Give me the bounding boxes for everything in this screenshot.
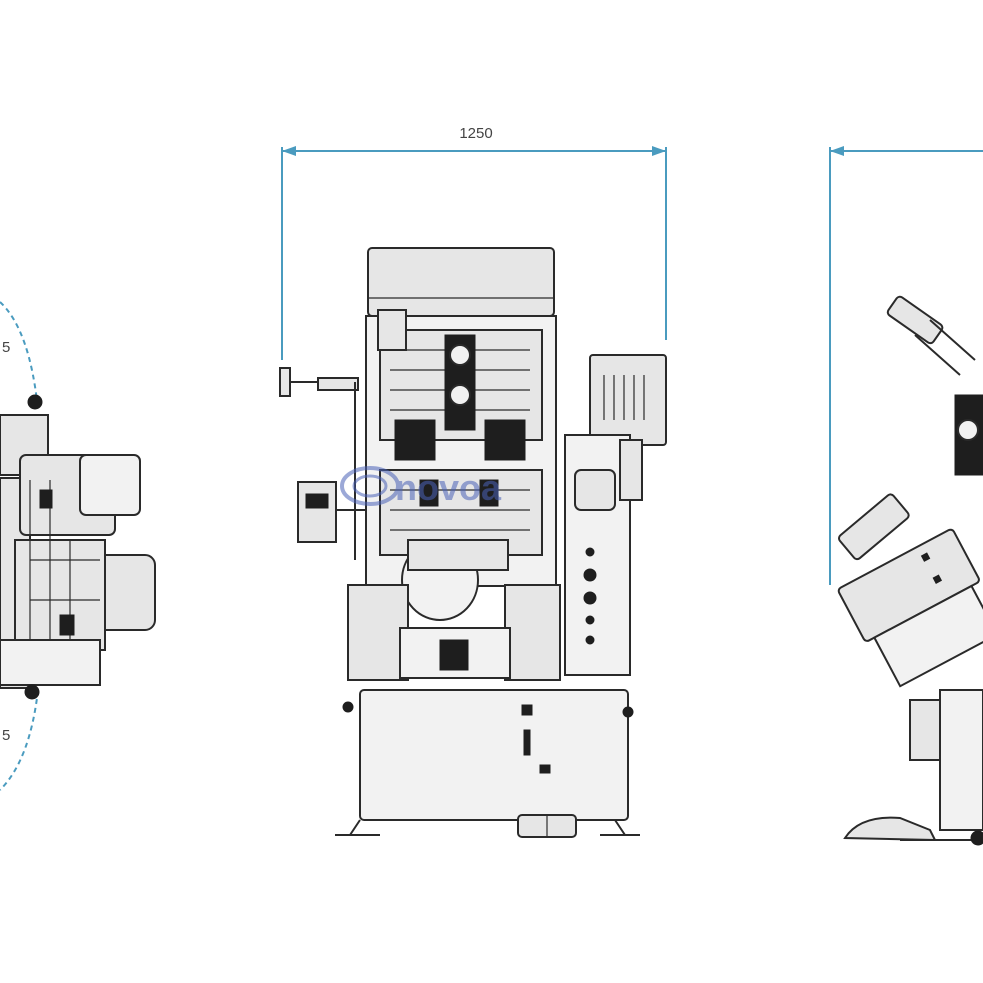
swing-arc-bottom (0, 689, 39, 791)
left-clamp (394, 419, 436, 461)
left-view: 5 5 (0, 301, 156, 791)
panel-display (574, 469, 616, 511)
upper-arm-head (886, 295, 944, 345)
control-box (589, 354, 667, 446)
left-motor-cap (79, 454, 141, 516)
left-pivot-bottom (24, 684, 40, 700)
control-knob-1 (583, 568, 597, 582)
right-view (829, 146, 983, 846)
left-dimension-label-lower: 5 (2, 727, 10, 744)
swing-arc-top (0, 301, 39, 411)
left-pivot-top (27, 394, 43, 410)
left-dimension-label: 5 (2, 339, 10, 356)
panel-switches (619, 439, 643, 501)
drum-cap (407, 539, 509, 571)
dim-arrow-right (652, 146, 666, 156)
top-hood (367, 247, 555, 317)
front-view: 1250 (279, 125, 667, 838)
control-knob-2 (583, 591, 597, 605)
indicator-light-3 (585, 635, 595, 645)
base-key (521, 704, 533, 716)
tilted-clamp (838, 493, 910, 561)
base-cabinet (359, 689, 629, 821)
indicator-light-1 (585, 547, 595, 557)
front-width-label: 1250 (459, 125, 492, 142)
watermark-text: novoa (395, 467, 502, 508)
right-body (939, 689, 983, 831)
right-foot-pedal (843, 816, 937, 842)
left-detail-b (59, 614, 75, 636)
tilted-lower-head (872, 584, 983, 688)
upper-left-bracket (377, 309, 407, 351)
side-handle-sleeve (317, 377, 359, 391)
left-aux-unit (297, 481, 337, 543)
side-handle-grip (279, 367, 291, 397)
lower-left-box (347, 584, 409, 681)
left-detail-lines (29, 480, 100, 640)
right-bracket (909, 699, 941, 761)
dim-arrow-left (282, 146, 296, 156)
indicator-light-2 (585, 615, 595, 625)
watermark: novoa (340, 466, 502, 508)
left-detail-a (39, 489, 53, 509)
right-dim-arrow (830, 146, 844, 156)
lower-right-box (504, 584, 561, 681)
left-base-block (0, 639, 101, 686)
right-clamp (484, 419, 526, 461)
